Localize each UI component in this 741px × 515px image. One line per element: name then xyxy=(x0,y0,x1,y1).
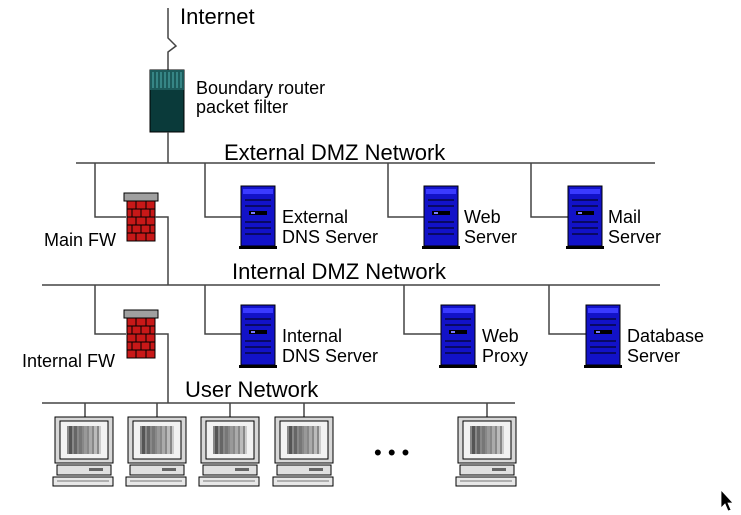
internal-fw-link-down xyxy=(155,333,169,403)
external-dns-link xyxy=(204,163,241,218)
router-icon xyxy=(149,69,185,133)
main-fw-icon xyxy=(123,192,159,242)
router-label-line1: Boundary router xyxy=(196,78,325,98)
internet-link xyxy=(167,8,178,70)
mail-server-label-line1: Mail xyxy=(608,207,641,227)
user-network-label: User Network xyxy=(185,377,319,402)
workstation-5-icon xyxy=(455,416,517,487)
internal-dns-label-line2: DNS Server xyxy=(282,346,378,366)
web-server-label-line2: Server xyxy=(464,227,517,247)
workstation-4-icon xyxy=(272,416,334,487)
external-dns-server-icon xyxy=(238,185,278,250)
internal-fw-label: Internal FW xyxy=(22,351,115,371)
external-dns-label-line2: DNS Server xyxy=(282,227,378,247)
workstation-3-icon xyxy=(198,416,260,487)
main-fw-link-down xyxy=(155,216,169,285)
database-server-link xyxy=(548,285,586,335)
web-proxy-link xyxy=(403,285,441,335)
workstation-2-icon xyxy=(125,416,187,487)
web-proxy-label-line1: Web xyxy=(482,326,519,346)
web-server-label-line1: Web xyxy=(464,207,501,227)
external-dmz-label: External DMZ Network xyxy=(224,140,446,165)
web-proxy-label-line2: Proxy xyxy=(482,346,528,366)
main-fw-link-up xyxy=(94,163,126,218)
mail-server-icon xyxy=(565,185,605,250)
internal-dns-link xyxy=(204,285,241,335)
database-server-label-line1: Database xyxy=(627,326,704,346)
web-proxy-icon xyxy=(438,304,478,369)
mail-server-label-line2: Server xyxy=(608,227,661,247)
web-server-icon xyxy=(421,185,461,250)
internal-fw-link-up xyxy=(94,285,126,335)
internal-dns-server-icon xyxy=(238,304,278,369)
mouse-cursor-icon xyxy=(720,488,734,512)
main-fw-label: Main FW xyxy=(44,230,116,250)
workstation-1-icon xyxy=(52,416,114,487)
mail-server-link xyxy=(530,163,568,218)
router-label-line2: packet filter xyxy=(196,97,288,117)
database-server-label-line2: Server xyxy=(627,346,680,366)
external-dns-label-line1: External xyxy=(282,207,348,227)
more-workstations-ellipsis: • • • xyxy=(374,440,409,465)
database-server-icon xyxy=(583,304,623,369)
internal-dmz-label: Internal DMZ Network xyxy=(232,259,447,284)
internal-dns-label-line1: Internal xyxy=(282,326,342,346)
internal-fw-icon xyxy=(123,309,159,359)
web-server-link xyxy=(387,163,424,218)
internet-label: Internet xyxy=(180,4,255,29)
